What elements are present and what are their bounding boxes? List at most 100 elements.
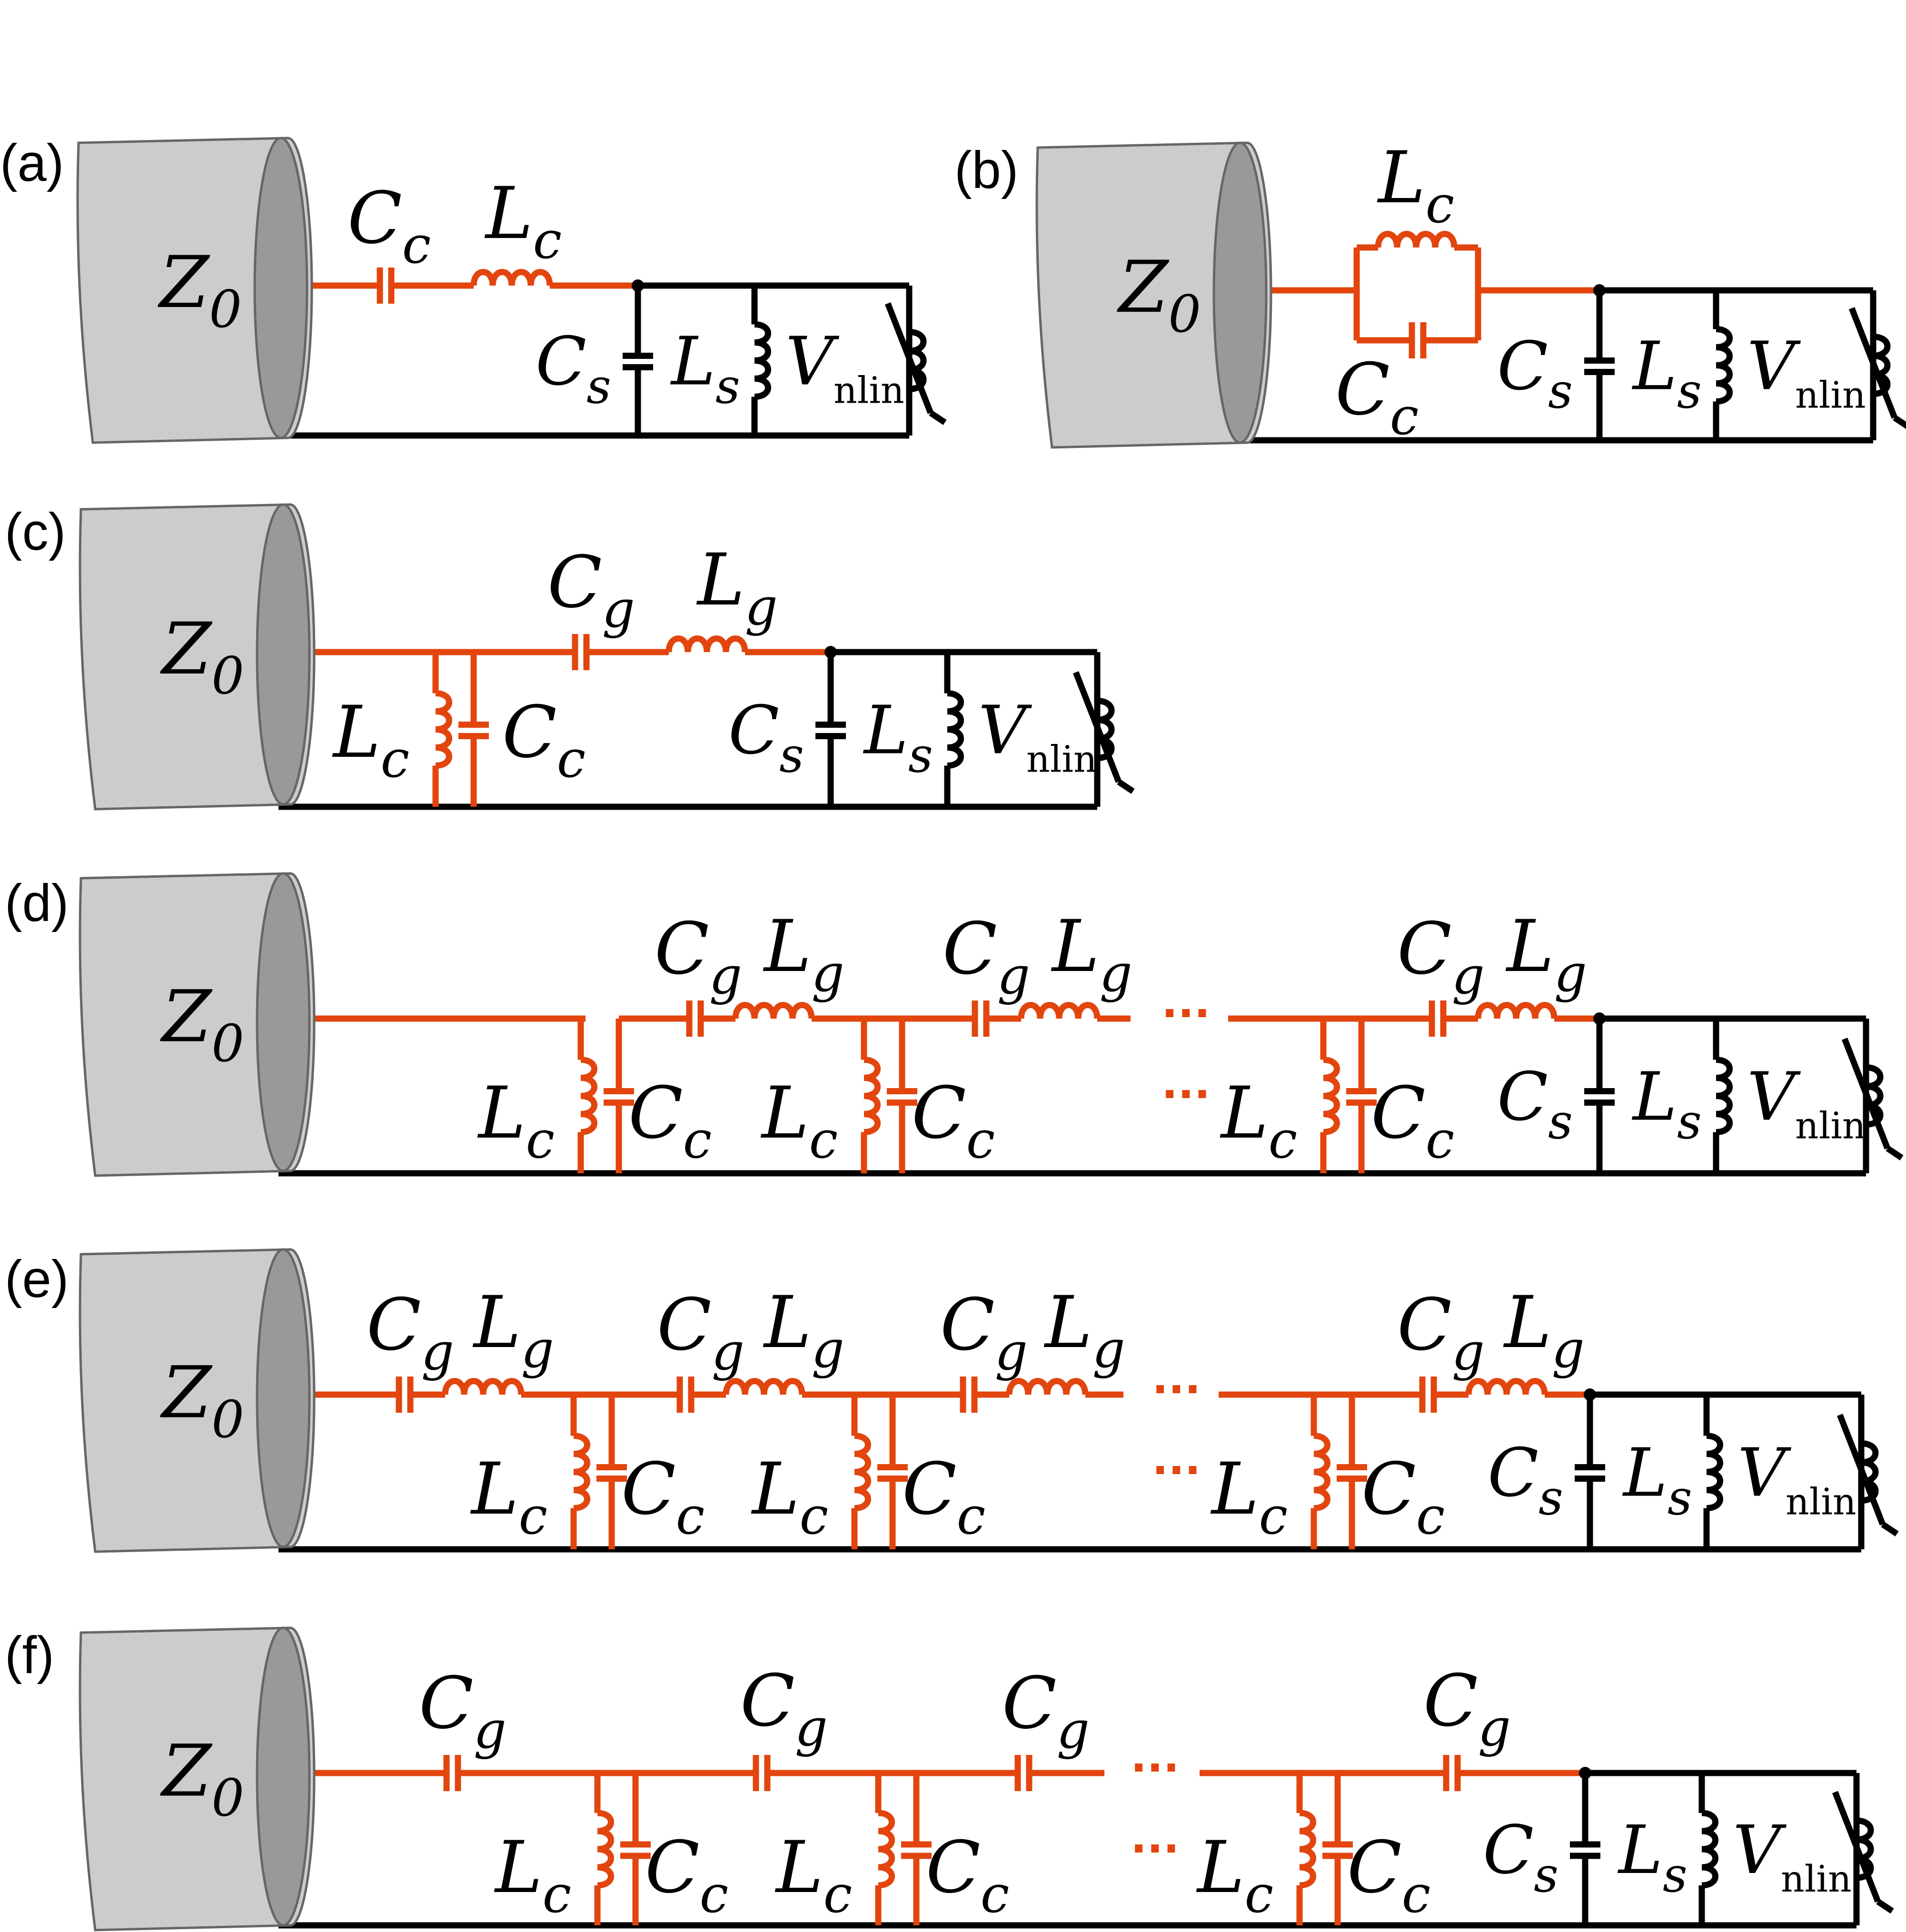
inductor-lc xyxy=(470,269,638,289)
label-cs: Cs xyxy=(728,692,804,783)
nlin-coil xyxy=(1097,698,1115,761)
label-cc: Cc xyxy=(902,1448,985,1546)
nlin-slash xyxy=(1832,1791,1881,1903)
label-vnlin: Vnlin xyxy=(1737,1435,1856,1524)
nlin-slash xyxy=(884,302,934,414)
inductor-coil xyxy=(1465,1378,1548,1395)
label-z0: Z0 xyxy=(158,241,242,339)
inductor-coil xyxy=(665,635,748,653)
inductor-lg xyxy=(1465,1378,1590,1398)
label-cc: Cc xyxy=(1371,1072,1454,1170)
nlin-slash xyxy=(929,410,947,425)
inductor-lg xyxy=(1018,1002,1131,1022)
capacitor-cs xyxy=(623,286,653,436)
capacitor-cg xyxy=(476,634,666,670)
ellipsis-bottom: ··· xyxy=(1131,1824,1180,1874)
inductor-ls xyxy=(944,652,964,807)
label-cg: Cg xyxy=(740,1660,828,1758)
label-lc: Lc xyxy=(774,1826,852,1924)
inductor-coil xyxy=(1706,1433,1723,1511)
inductor-coil xyxy=(435,690,452,769)
inductor-coil xyxy=(1716,1057,1733,1135)
label-cs: Cs xyxy=(1488,1435,1563,1526)
inductor-ls xyxy=(1713,1019,1733,1173)
cylinder-face xyxy=(256,1248,311,1548)
label-cc: Cc xyxy=(502,691,586,789)
label-lg: Lg xyxy=(1043,1281,1125,1379)
cylinder-body xyxy=(79,503,316,811)
label-ls: Ls xyxy=(863,692,933,783)
nonlinear-vnlin xyxy=(1072,652,1135,807)
cylinder-face xyxy=(1212,141,1268,444)
inductor-lg xyxy=(732,1002,866,1022)
label-cs: Cs xyxy=(1483,1812,1559,1903)
nlin-coil xyxy=(909,329,927,392)
inductor-coil xyxy=(732,1002,815,1019)
label-lc: Lc xyxy=(477,1072,555,1170)
label-cc: Cc xyxy=(926,1826,1009,1924)
coax-cylinder: Z0 xyxy=(1035,141,1272,449)
nonlinear-vnlin xyxy=(1832,1773,1894,1925)
capacitor-cg xyxy=(904,1001,1019,1037)
label-ls: Ls xyxy=(670,323,740,415)
nlin-slash xyxy=(1841,1038,1891,1149)
inductor-coil xyxy=(1018,1002,1101,1019)
cylinder-body xyxy=(79,1248,316,1553)
inductor-coil xyxy=(442,1378,525,1395)
nlin-slash xyxy=(1893,415,1906,429)
label-lc: Lc xyxy=(494,1826,571,1924)
nonlinear-vnlin xyxy=(1841,1019,1904,1173)
coax-cylinder: Z0 xyxy=(76,137,313,444)
label-cg: Cg xyxy=(547,541,635,639)
label-cc: Cc xyxy=(621,1448,705,1546)
capacitor-cc xyxy=(596,1395,627,1549)
inductor-ls xyxy=(1703,1395,1723,1549)
cylinder-body xyxy=(76,137,313,444)
nonlinear-vnlin xyxy=(1848,290,1906,440)
label-lc: Lc xyxy=(1220,1072,1297,1170)
label-vnlin: Vnlin xyxy=(1733,1812,1852,1901)
inductor-lc xyxy=(1296,1773,1316,1925)
nlin-slash xyxy=(1117,779,1135,794)
label-lg: Lg xyxy=(1503,1281,1585,1379)
panel-tag: (f) xyxy=(5,1626,54,1684)
capacitor-cs xyxy=(1584,1019,1615,1173)
capacitor-cg xyxy=(895,1377,1007,1413)
label-cg: Cg xyxy=(657,1284,745,1382)
label-ls: Ls xyxy=(1631,328,1702,419)
label-cc: Cc xyxy=(912,1072,995,1170)
capacitor-cc xyxy=(620,1773,651,1925)
label-ls: Ls xyxy=(1631,1059,1702,1150)
label-z0: Z0 xyxy=(160,1352,244,1450)
ellipsis-bottom: ··· xyxy=(1161,1070,1211,1120)
inductor-ls xyxy=(1698,1773,1718,1925)
label-cc: Cc xyxy=(628,1072,712,1170)
label-lc: Lc xyxy=(1377,137,1454,235)
capacitor-cg xyxy=(1300,1755,1585,1791)
panel-tag: (c) xyxy=(5,503,66,561)
capacitor-cs xyxy=(1575,1395,1605,1549)
cylinder-face xyxy=(253,137,308,439)
inductor-lg xyxy=(1475,1002,1599,1022)
cylinder-body xyxy=(79,872,316,1177)
label-cc: Cc xyxy=(1347,1826,1430,1924)
inductor-coil xyxy=(1475,1002,1558,1019)
label-lg: Lg xyxy=(763,905,844,1003)
inductor-coil xyxy=(1299,1810,1316,1889)
label-cg: Cg xyxy=(940,1284,1028,1382)
label-cs: Cs xyxy=(536,323,611,415)
coax-cylinder: Z0 xyxy=(79,1626,316,1932)
coax-cylinder: Z0 xyxy=(79,1248,316,1553)
capacitor-cg xyxy=(278,1755,602,1791)
inductor-coil xyxy=(864,1057,881,1135)
cylinder-body xyxy=(1035,141,1272,449)
label-lc: Lc xyxy=(1196,1826,1273,1924)
capacitor-cg xyxy=(1354,1377,1466,1413)
label-z0: Z0 xyxy=(160,608,244,706)
capacitor-cc xyxy=(458,652,489,807)
